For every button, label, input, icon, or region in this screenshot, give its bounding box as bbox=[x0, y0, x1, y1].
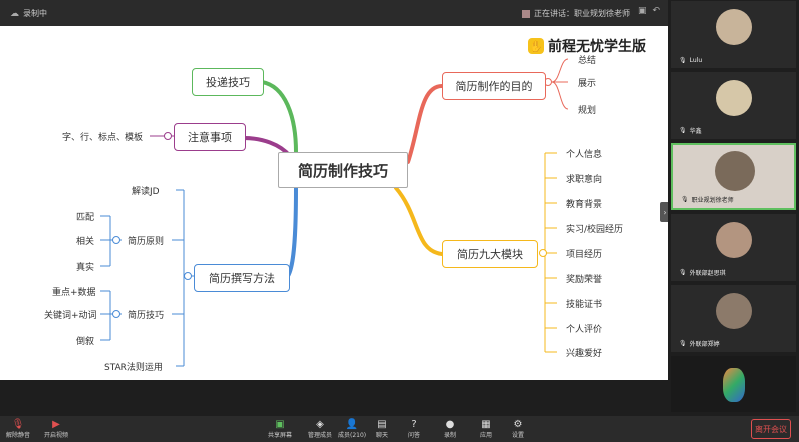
participant-tile[interactable]: 🎙华鑫 bbox=[671, 72, 796, 139]
manage-members-button[interactable]: ◈ 管理成员 bbox=[308, 418, 333, 440]
chat-button[interactable]: ▤ 聊天 bbox=[376, 418, 389, 440]
qa-button[interactable]: ? 问答 bbox=[408, 418, 421, 440]
avatar bbox=[716, 80, 752, 116]
back-icon[interactable]: ↶ bbox=[652, 6, 660, 16]
writing-child-technique: 简历技巧 bbox=[128, 311, 165, 321]
share-screen-button[interactable]: ▣ 共享屏幕 bbox=[268, 418, 293, 440]
module-leaf: 奖励荣誉 bbox=[566, 275, 603, 285]
recording-indicator: ☁ 录制中 bbox=[10, 8, 47, 19]
mic-muted-icon: 🎙 bbox=[679, 340, 687, 347]
members-label: 管理成员 bbox=[308, 432, 333, 439]
technique-leaf: 重点+数据 bbox=[52, 288, 96, 298]
participant-tile-active[interactable]: 🎙职业规划徐老师 bbox=[671, 143, 796, 210]
record-button[interactable]: ● 录制 bbox=[444, 418, 457, 440]
people-icon: 👤 bbox=[345, 418, 359, 430]
speaking-indicator: 正在讲话：职业规划徐老师 bbox=[522, 8, 630, 19]
participant-tile[interactable]: 🎙外联部郑婷 bbox=[671, 285, 796, 352]
node-nine-modules: 简历九大模块 bbox=[442, 240, 538, 268]
mic-muted-icon: 🎙 bbox=[679, 57, 687, 64]
participant-name: Lulu bbox=[689, 57, 703, 64]
module-leaf: 兴趣爱好 bbox=[566, 349, 603, 359]
node-purpose: 简历制作的目的 bbox=[442, 72, 546, 100]
settings-button[interactable]: ⚙ 设置 bbox=[512, 418, 525, 440]
module-leaf: 个人信息 bbox=[566, 150, 603, 160]
participants-label: 成员(210) bbox=[338, 432, 367, 439]
writing-child-star: STAR法则运用 bbox=[104, 363, 163, 373]
purpose-leaf: 总结 bbox=[578, 56, 597, 66]
share-screen-icon: ▣ bbox=[275, 418, 285, 430]
mute-button[interactable]: 🎙 解除静音 bbox=[6, 418, 31, 440]
purpose-leaf: 规划 bbox=[578, 106, 597, 116]
module-leaf: 实习/校园经历 bbox=[566, 225, 624, 235]
participant-tile[interactable]: 🎙Lulu bbox=[671, 1, 796, 68]
avatar bbox=[723, 368, 745, 402]
avatar bbox=[716, 222, 752, 258]
question-icon: ? bbox=[411, 418, 417, 430]
writing-child-principle: 简历原则 bbox=[128, 237, 165, 247]
speaker-avatar bbox=[522, 9, 530, 18]
avatar bbox=[716, 9, 752, 45]
participant-tile[interactable] bbox=[671, 356, 796, 412]
video-label: 开启视频 bbox=[44, 432, 69, 439]
meeting-topbar: ☁ 录制中 正在讲话：职业规划徐老师 ▣ ↶ bbox=[0, 0, 668, 26]
meeting-toolbar: 🎙 解除静音 ▶ 开启视频 ▣ 共享屏幕 ◈ 管理成员 👤 成员(210) ▤ … bbox=[0, 416, 799, 442]
mindmap-center-node: 简历制作技巧 bbox=[278, 152, 408, 188]
chat-icon: ▤ bbox=[377, 418, 387, 430]
principle-leaf: 匹配 bbox=[76, 213, 95, 223]
brand-watermark: ✋ 前程无忧学生版 bbox=[528, 36, 646, 56]
brand-name: 前程无忧学生版 bbox=[548, 39, 646, 55]
shield-icon: ◈ bbox=[316, 418, 324, 430]
shared-screen: ✋ 前程无忧学生版 简历制作技巧 投递技巧 注意事项 字、行、标点、模板 简历撰… bbox=[0, 26, 668, 380]
principle-leaf: 真实 bbox=[76, 263, 95, 273]
apps-grid-icon: ▦ bbox=[481, 418, 491, 430]
technique-leaf: 倒叙 bbox=[76, 337, 95, 347]
participants-button[interactable]: 👤 成员(210) bbox=[338, 418, 367, 440]
record-icon: ● bbox=[445, 418, 455, 430]
notice-leaf: 字、行、标点、模板 bbox=[62, 133, 144, 143]
node-deliver-tips: 投递技巧 bbox=[192, 68, 264, 96]
apps-button[interactable]: ▦ 应用 bbox=[480, 418, 493, 440]
module-leaf: 个人评价 bbox=[566, 325, 603, 335]
technique-leaf: 关键词+动词 bbox=[44, 311, 97, 321]
avatar bbox=[716, 293, 752, 329]
participant-tile[interactable]: 🎙外联部赵思琪 bbox=[671, 214, 796, 281]
settings-label: 设置 bbox=[512, 432, 525, 439]
avatar bbox=[715, 151, 755, 191]
video-button[interactable]: ▶ 开启视频 bbox=[44, 418, 69, 440]
principle-leaf: 相关 bbox=[76, 237, 95, 247]
participant-name: 华鑫 bbox=[689, 128, 702, 135]
module-leaf: 求职意向 bbox=[566, 175, 603, 185]
participant-sidebar: 🎙Lulu 🎙华鑫 🎙职业规划徐老师 🎙外联部赵思琪 🎙外联部郑婷 bbox=[668, 0, 799, 416]
mic-muted-icon: 🎙 bbox=[679, 127, 687, 134]
sidebar-collapse-button[interactable]: › bbox=[660, 202, 670, 222]
module-leaf: 技能证书 bbox=[566, 300, 603, 310]
mindmap-connectors bbox=[100, 58, 569, 367]
mic-icon: 🎙 bbox=[681, 196, 689, 203]
share-label: 共享屏幕 bbox=[268, 432, 293, 439]
module-leaf: 教育背景 bbox=[566, 200, 603, 210]
gear-icon: ⚙ bbox=[513, 418, 523, 430]
participant-name: 外联部郑婷 bbox=[689, 341, 720, 348]
node-writing-method: 简历撰写方法 bbox=[194, 264, 290, 292]
participant-name: 外联部赵思琪 bbox=[689, 270, 726, 277]
node-notice: 注意事项 bbox=[174, 123, 246, 151]
purpose-leaf: 展示 bbox=[578, 79, 597, 89]
speaking-label: 正在讲话：职业规划徐老师 bbox=[534, 9, 630, 18]
chat-label: 聊天 bbox=[376, 432, 389, 439]
layout-icon[interactable]: ▣ bbox=[637, 6, 647, 16]
leave-meeting-button[interactable]: 离开会议 bbox=[751, 419, 791, 439]
writing-child-jd: 解读JD bbox=[132, 187, 160, 197]
cloud-icon: ☁ bbox=[10, 8, 19, 19]
recording-label: 录制中 bbox=[23, 9, 47, 18]
record-label: 录制 bbox=[444, 432, 457, 439]
qa-label: 问答 bbox=[408, 432, 421, 439]
mic-off-icon: 🎙 bbox=[11, 418, 25, 430]
mic-muted-icon: 🎙 bbox=[679, 269, 687, 276]
mute-label: 解除静音 bbox=[6, 432, 31, 439]
module-leaf: 项目经历 bbox=[566, 250, 603, 260]
camera-off-icon: ▶ bbox=[52, 418, 60, 430]
brand-logo-icon: ✋ bbox=[528, 38, 544, 54]
apps-label: 应用 bbox=[480, 432, 493, 439]
participant-name: 职业规划徐老师 bbox=[691, 197, 734, 204]
